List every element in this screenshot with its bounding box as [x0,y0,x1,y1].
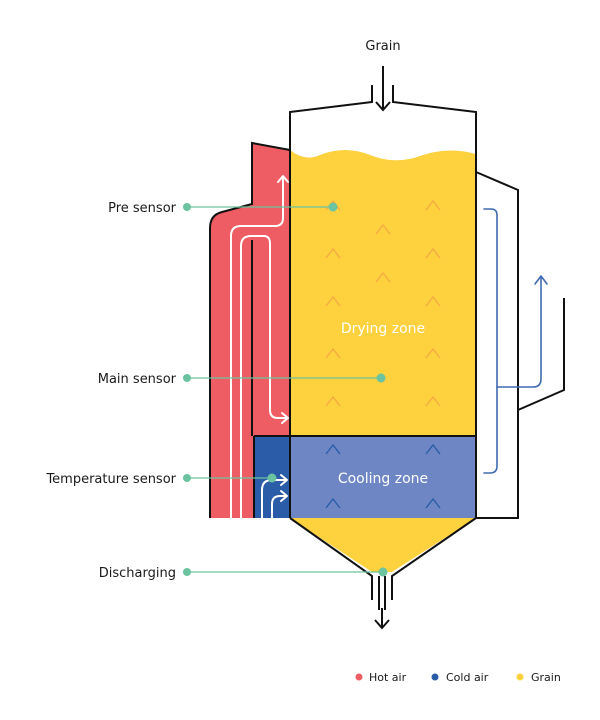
pre-sensor-label: Pre sensor [108,201,177,216]
sensor-dots [183,202,388,577]
grain-inlet-arrow [375,66,391,112]
drying-chevron [375,223,391,235]
drying-chevron [325,295,341,307]
drying-chevrons [325,199,441,407]
drying-chevron [425,199,441,211]
discharge-hopper-area [290,518,476,572]
legend-dot-cold-air [431,673,439,681]
drying-chevron [425,295,441,307]
temperature-sensor-dot [267,473,277,483]
pre-sensor-dot [328,202,338,212]
legend-label-hot-air: Hot air [369,671,407,684]
legend-label-cold-air: Cold air [446,671,489,684]
exhaust-air-arrow [483,208,548,474]
drying-chevron [425,395,441,407]
main-sensor-label: Main sensor [98,372,177,387]
cooling-zone-area [290,436,476,518]
discharging-label: Discharging [99,566,176,581]
drying-chevron [425,247,441,259]
drying-zone-area [290,150,476,436]
main-sensor-dot [376,373,386,383]
drying-chevron [325,247,341,259]
main-sensor-dot-left [183,374,191,382]
grain-title: Grain [365,39,400,54]
discharging-dot [378,567,388,577]
discharging-dot-left [183,568,191,576]
legend-dot-hot-air [355,673,363,681]
cooling-chevron [425,443,441,455]
cooling-chevron [425,497,441,509]
sensor-leaders [187,206,383,573]
temperature-sensor-dot-left [183,474,191,482]
drying-chevron [375,271,391,283]
legend-label-grain: Grain [531,671,561,684]
cooling-chevron [325,497,341,509]
legend-dot-grain [516,673,524,681]
cooling-chevron [325,443,341,455]
drying-zone-label: Drying zone [341,321,425,337]
discharge-arrow [374,608,390,630]
pre-sensor-dot-left [183,203,191,211]
cooling-zone-label: Cooling zone [338,471,428,487]
drying-chevron [325,395,341,407]
cooling-chevrons [325,443,441,509]
drying-chevron [425,347,441,359]
drying-chevron [325,347,341,359]
temperature-sensor-label: Temperature sensor [45,472,176,487]
legend: Hot air Cold air Grain [355,671,561,684]
